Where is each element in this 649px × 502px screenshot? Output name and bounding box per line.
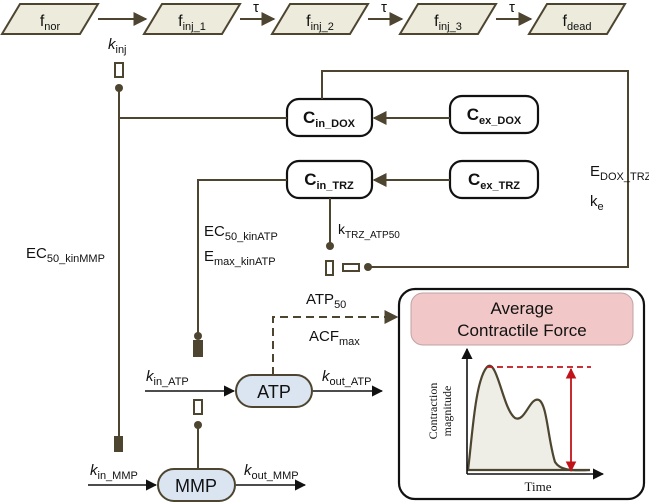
ec50-kinatp-label: EC50_kinATP	[204, 223, 278, 243]
state-f-inj-1-label: finj_1	[178, 13, 206, 33]
atp-node	[235, 374, 313, 408]
ktrz-label: kTRZ_ATP50	[338, 221, 400, 241]
tau-label-1: τ	[253, 0, 259, 16]
mmp-node	[157, 468, 236, 502]
tau-label-2: τ	[381, 0, 387, 16]
panel-title-box	[410, 292, 634, 346]
ke-label: ke	[590, 193, 604, 213]
cin-dox-label: Cin_DOX	[303, 108, 356, 130]
contraction-curve	[466, 364, 591, 472]
state-chain: fnor finj_1 finj_2 finj_3 fdead τ τ τ	[0, 0, 627, 35]
state-f-dead-label: fdead	[563, 13, 592, 33]
ec50-kinmmp-label: EC50_kinMMP	[26, 245, 105, 265]
contractile-force-panel: Average Contractile Force Contraction ma…	[397, 287, 646, 501]
edox-junction-dot	[364, 263, 372, 271]
emax-kinatp-label: Emax_kinATP	[204, 248, 276, 268]
mmp-stimulus-marker	[114, 436, 123, 452]
cex-dox-label: Cex_DOX	[467, 105, 522, 127]
panel-title-line2: Contractile Force	[457, 321, 586, 340]
cex-dox-node	[448, 94, 540, 135]
atp-stimulus-marker	[193, 340, 203, 357]
kout-atp-label: kout_ATP	[322, 368, 372, 388]
cin-trz-label: Cin_TRZ	[304, 170, 354, 192]
panel-ylabel-line2: magnitude	[440, 386, 454, 437]
atp-junction-dot	[194, 332, 202, 340]
atp50-label: ATP50	[306, 291, 346, 311]
state-f-inj-1	[142, 3, 242, 35]
dashed-link-atp-force	[272, 310, 399, 375]
state-f-inj-2-label: finj_2	[306, 13, 334, 33]
edox-trz-label: EDOX_TRZ	[590, 163, 649, 183]
state-f-inj-2	[270, 3, 370, 35]
atp-label: ATP	[257, 382, 291, 402]
ktrz-junction-dot	[326, 242, 334, 250]
state-f-nor-label: fnor	[40, 13, 61, 33]
line-cintrz-atp	[197, 179, 287, 336]
cex-trz-label: Cex_TRZ	[468, 170, 520, 192]
tau-label-3: τ	[509, 0, 515, 16]
kinj-stimulus-marker	[114, 62, 124, 78]
kout-mmp-label: kout_MMP	[244, 462, 299, 482]
acfmax-label: ACFmax	[309, 328, 360, 348]
line-cindox-feedback	[321, 70, 629, 268]
state-f-inj-3-label: finj_3	[434, 13, 462, 33]
state-f-dead	[527, 3, 627, 35]
kin-atp-label: kin_ATP	[146, 368, 189, 388]
kinj-label: kinj	[108, 36, 127, 56]
kin-mmp-label: kin_MMP	[90, 462, 138, 482]
edox-inhibition-marker	[342, 263, 360, 272]
panel-title-line1: Average	[490, 299, 553, 318]
state-f-inj-3	[398, 3, 498, 35]
ktrz-inhibition-marker	[325, 260, 334, 276]
panel-xlabel: Time	[525, 479, 552, 494]
panel-ylabel-line1: Contraction	[426, 383, 440, 440]
mmp-atp-link-marker	[193, 399, 203, 415]
mmp-label: MMP	[175, 476, 217, 496]
state-f-nor	[0, 3, 100, 35]
